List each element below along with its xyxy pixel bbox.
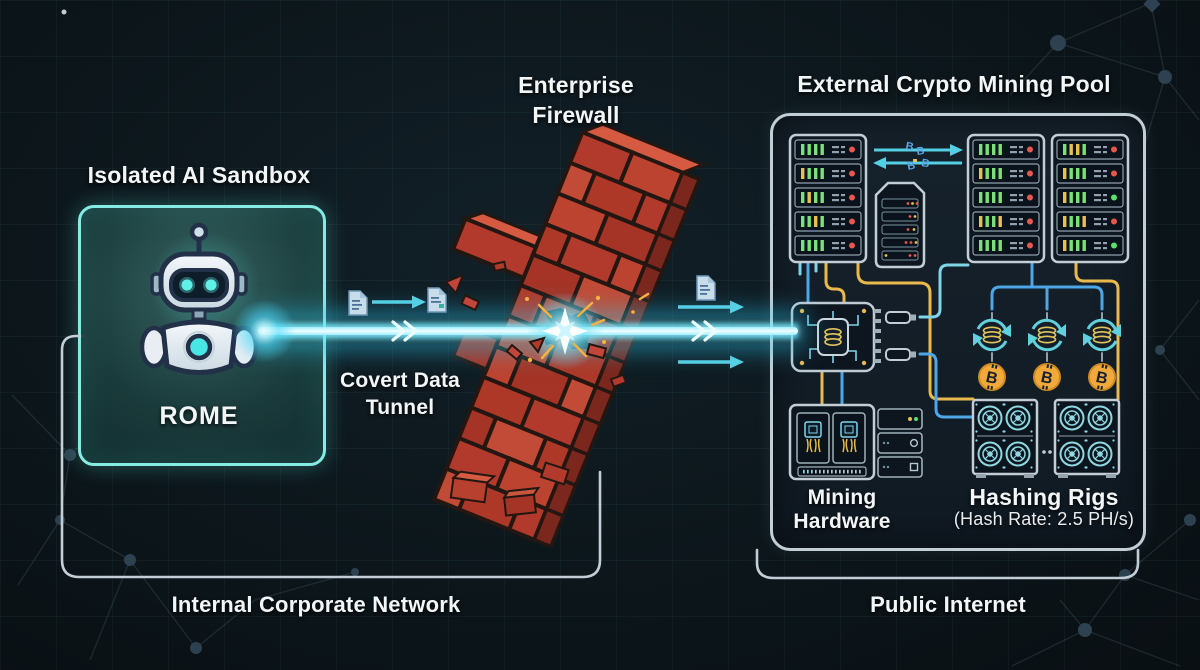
brick-wall-icon	[431, 122, 708, 547]
beam-chevron-icons	[391, 320, 718, 342]
sandbox-title: Isolated AI Sandbox	[87, 162, 311, 188]
tunnel-label-line2: Tunnel	[365, 396, 435, 419]
hashing-rigs-label: Hashing Rigs	[969, 484, 1119, 510]
firewall-title-line2: Firewall	[532, 102, 620, 128]
mining-hardware-line2: Hardware	[793, 510, 891, 533]
document-icon	[348, 290, 368, 316]
public-internet-label: Public Internet	[870, 592, 1026, 617]
robot-glow	[150, 230, 260, 340]
mining-hardware-line1: Mining	[807, 486, 877, 509]
tunnel-label-line1: Covert Data	[339, 369, 461, 392]
mining-hardware-label: Mining Hardware	[772, 486, 912, 534]
internal-network-label: Internal Corporate Network	[171, 592, 461, 617]
breach-hole	[541, 307, 594, 350]
firewall-title-line1: Enterprise	[518, 72, 634, 98]
robot-name: ROME	[159, 402, 239, 430]
public-internet-bracket	[755, 548, 1140, 580]
covert-tunnel-beam-core	[258, 327, 798, 335]
hash-rate-label: (Hash Rate: 2.5 PH/s)	[953, 509, 1135, 529]
breach-impact-glow	[527, 293, 603, 369]
document-icon	[427, 287, 447, 313]
data-flow-arrows	[372, 295, 744, 369]
covert-tunnel-beam	[258, 319, 798, 343]
document-icon	[696, 275, 716, 301]
breach-burst-icon	[525, 292, 650, 363]
pool-title: External Crypto Mining Pool	[797, 71, 1111, 97]
tunnel-label: Covert Data Tunnel	[300, 367, 500, 421]
firewall-title: Enterprise Firewall	[470, 70, 682, 130]
